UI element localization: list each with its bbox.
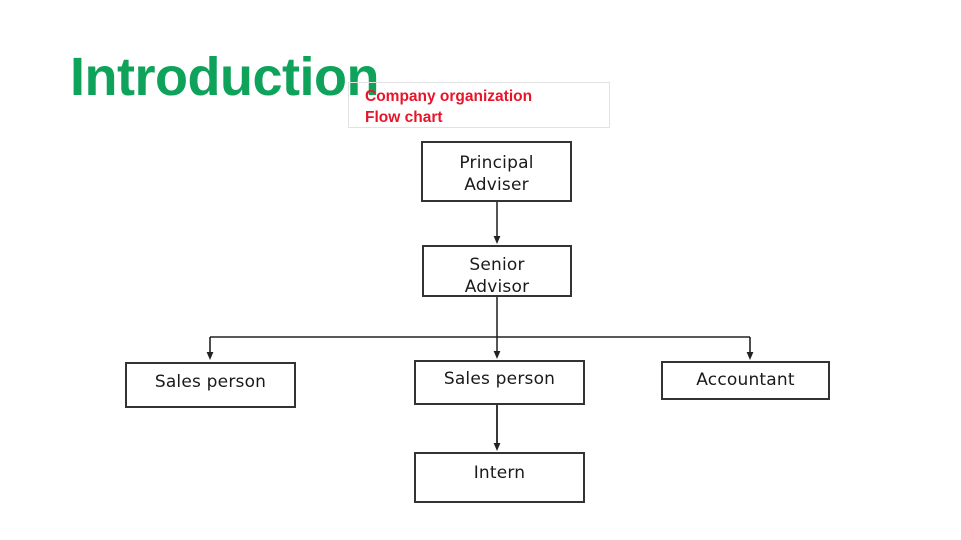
node-intern[interactable]: Intern [414, 452, 585, 503]
node-principal-adviser-label: Principal Adviser [459, 153, 534, 196]
node-sales-person-left-label: Sales person [154, 372, 267, 392]
caption-text-box [348, 82, 610, 128]
node-senior-advisor[interactable]: Senior Advisor [422, 245, 572, 297]
caption-label: Company organization Flow chart [365, 88, 533, 127]
node-intern-label: Intern [473, 463, 526, 483]
node-senior-advisor-label: Senior Advisor [464, 255, 530, 298]
node-principal-adviser[interactable]: Principal Adviser [421, 141, 572, 202]
node-sales-person-mid[interactable]: Sales person [414, 360, 585, 405]
node-accountant[interactable]: Accountant [661, 361, 830, 400]
node-sales-person-left[interactable]: Sales person [125, 362, 296, 408]
page-title: Introduction [70, 47, 379, 107]
node-sales-person-mid-label: Sales person [443, 369, 556, 389]
node-accountant-label: Accountant [696, 370, 795, 390]
